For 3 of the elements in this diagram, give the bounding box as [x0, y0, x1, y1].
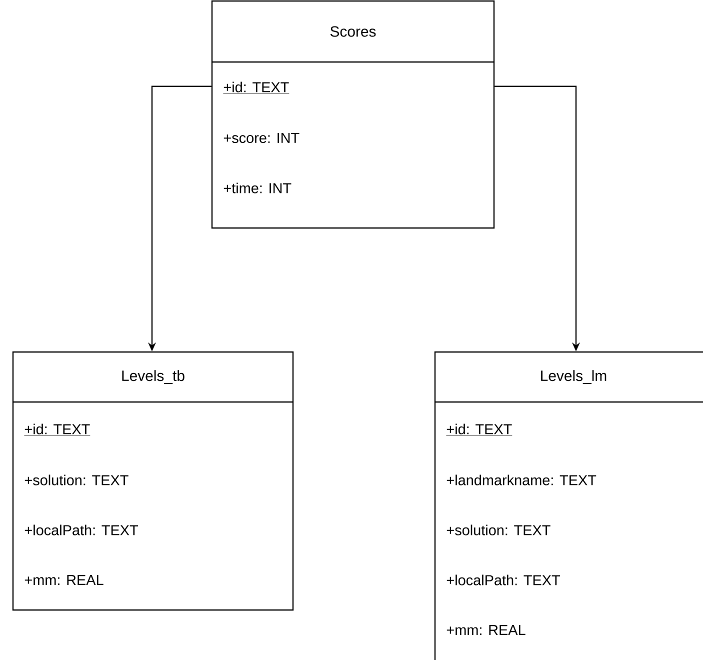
table-box: Scores +id: TEXT +score: INT +time: INT: [211, 0, 495, 229]
table-box: Levels_tb +id: TEXT +solution: TEXT +localPath: TEXT +mm: REAL: [12, 351, 294, 611]
table-box: Levels_lm +id: TEXT +landmarkname: TEXT +solution: TEXT +localPath: TEXT +mm: REAL: [434, 351, 703, 660]
